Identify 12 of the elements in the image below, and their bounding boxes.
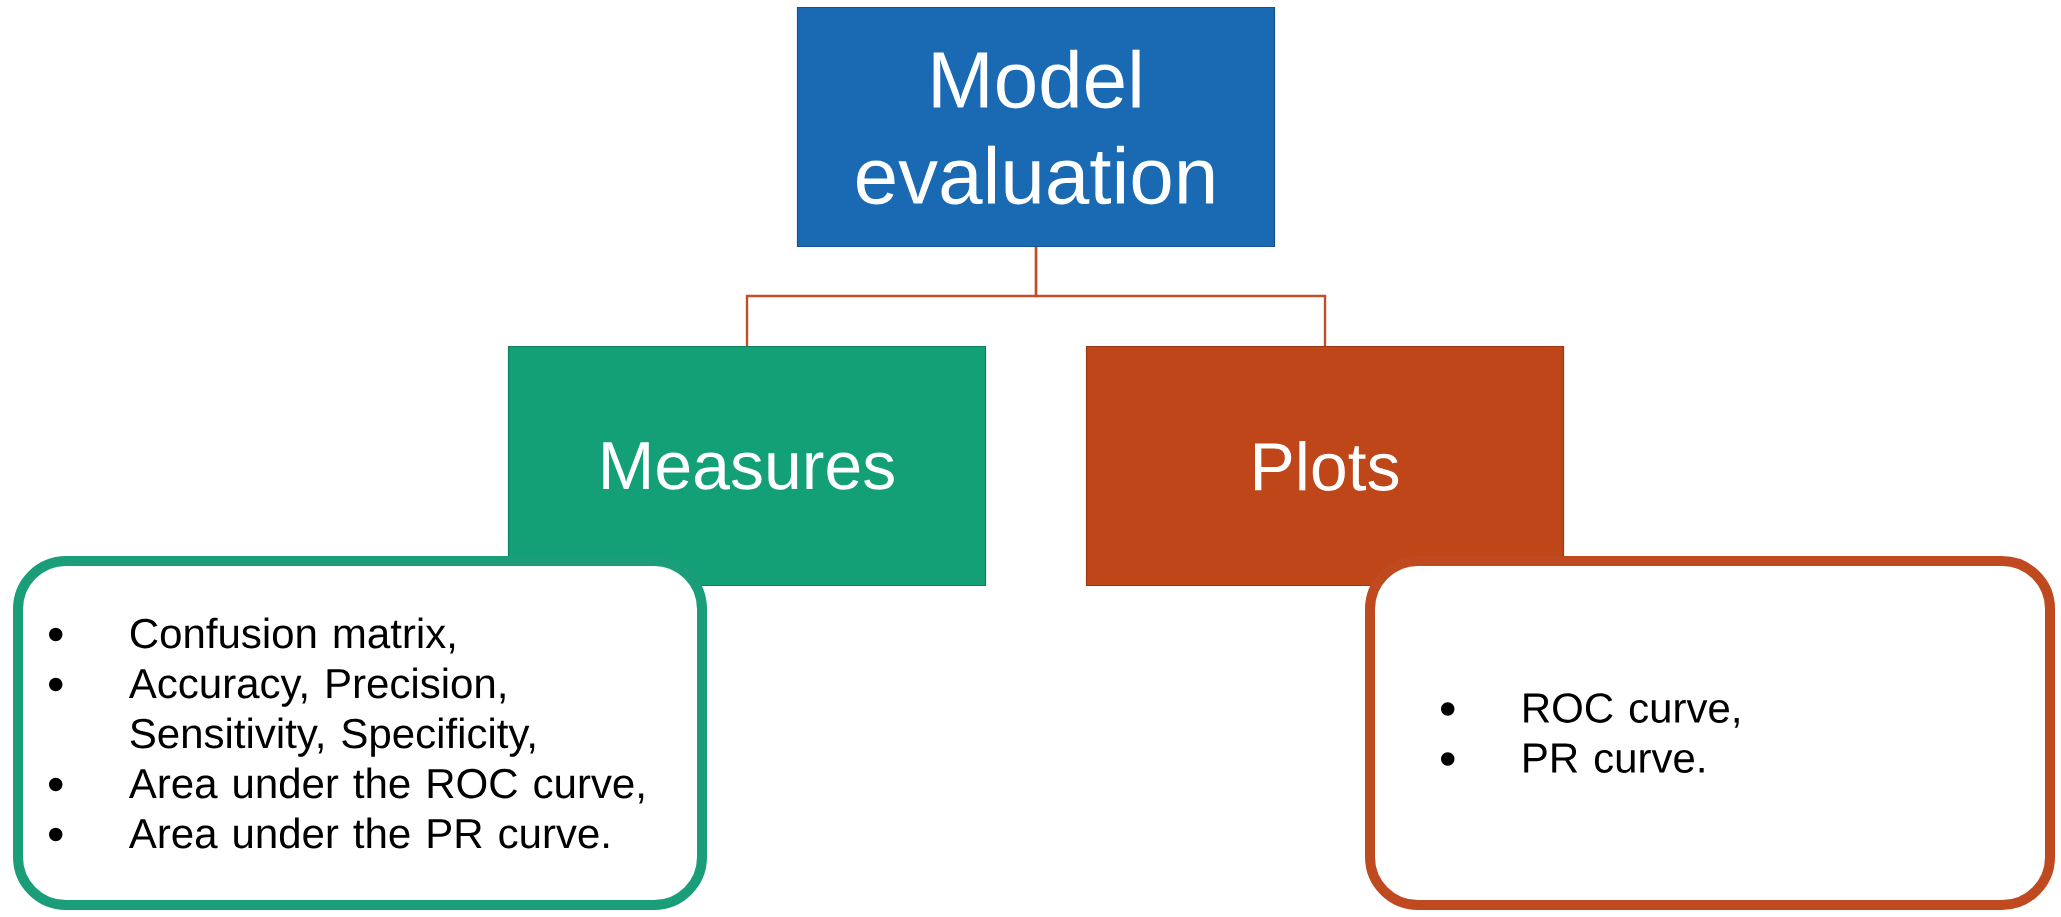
bullet-item: Confusion matrix, (49, 617, 455, 654)
list-box (1365, 556, 2055, 910)
bullet-item: Accuracy, Precision, Sensitivity, Specificity, (49, 667, 535, 757)
category-box: Measures (507, 345, 987, 587)
category-box: Plots (1085, 345, 1565, 587)
list-box (13, 556, 707, 910)
bullet-item: ROC curve, (1441, 693, 1739, 728)
bullet-item: Area under the PR curve. (49, 817, 609, 849)
bullet-item: PR curve. (1441, 743, 1704, 773)
title-box: Model evaluation (796, 6, 1276, 248)
connector-line (1034, 246, 1327, 347)
bullet-item: Area under the ROC curve, (49, 767, 644, 804)
